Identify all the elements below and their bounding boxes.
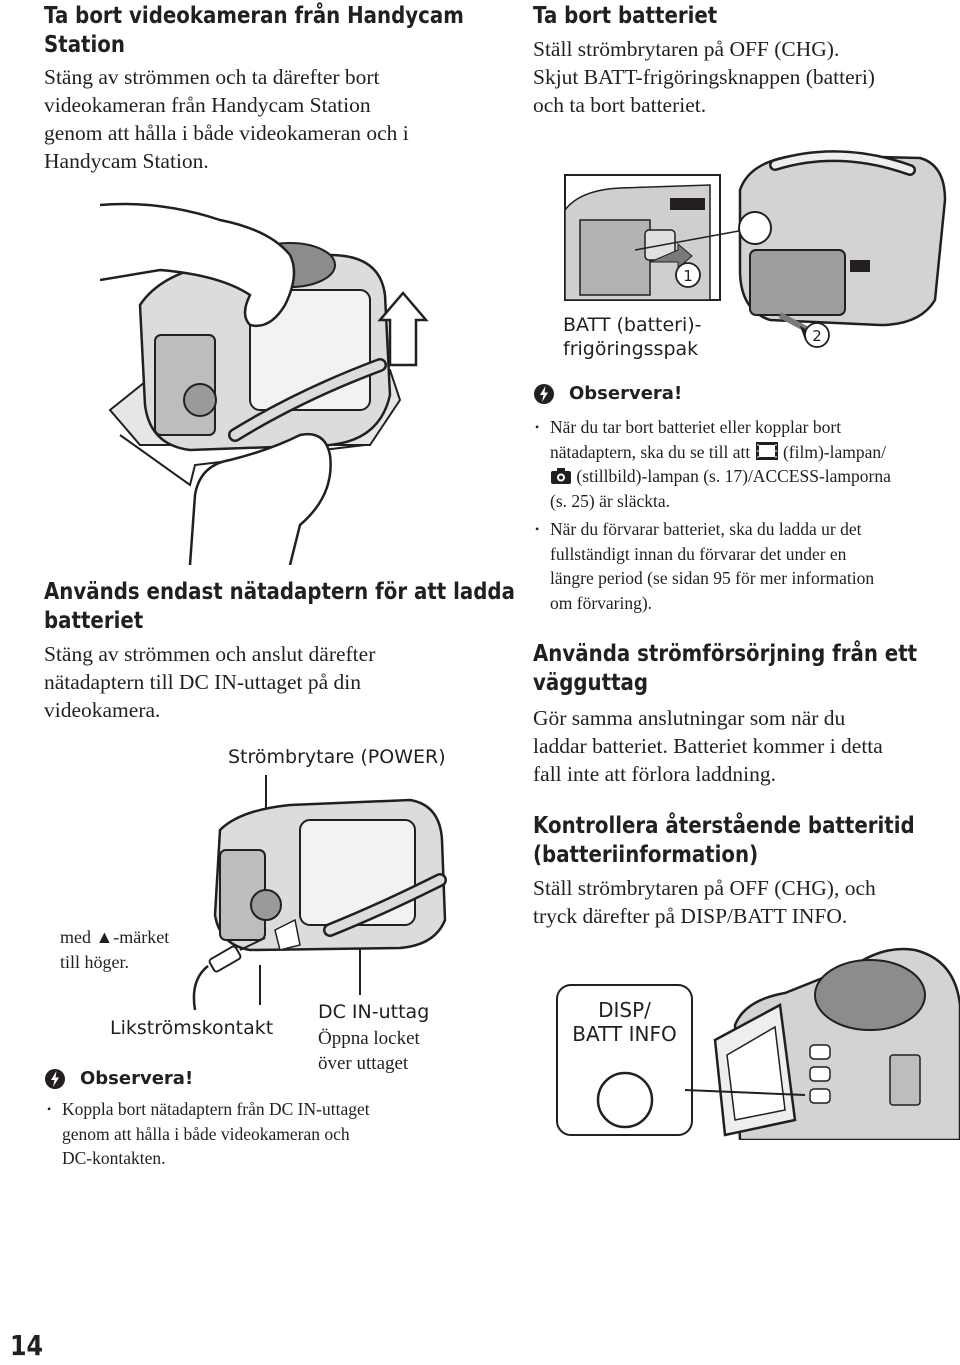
bullet-line: Koppla bort nätadaptern från DC IN-uttag… (62, 1099, 370, 1119)
step-1-number: 1 (683, 267, 693, 285)
label-line: frigöringsspak (563, 338, 699, 360)
body-line: Ställ strömbrytaren på OFF (CHG). (533, 37, 840, 61)
step-1-marker (675, 262, 701, 288)
battery-release-label: BATT (batteri)- frigöringsspak (563, 313, 702, 361)
section-body-wall-power: Gör samma anslutningar som när du laddar… (533, 704, 883, 788)
note-bullet: När du tar bort batteriet eller kopplar … (535, 415, 891, 513)
title-line: Använda strömförsörjning från ett (533, 641, 918, 667)
disp-batt-info-label: DISP/ BATT INFO (557, 998, 692, 1046)
label-line: till höger. (60, 952, 129, 972)
body-line: Stäng av strömmen och ta därefter bort (44, 65, 380, 89)
bullet-text: (stillbild)-lampan (s. 17)/ACCESS-lampor… (572, 466, 891, 486)
title-line: Ta bort videokameran från Handycam (44, 3, 464, 29)
bullet-line: När du tar bort batteriet eller kopplar … (550, 417, 842, 437)
label-line: Öppna locket (318, 1028, 420, 1049)
section-body-battery-info: Ställ strömbrytaren på OFF (CHG), och tr… (533, 874, 876, 930)
bullet-line: (stillbild)-lampan (s. 17)/ACCESS-lampor… (550, 464, 891, 489)
mark-right-label: med ▲-märket till höger. (60, 925, 169, 975)
section-title-remove-from-station: Ta bort videokameran från Handycam Stati… (44, 2, 464, 60)
caution-icon (534, 384, 554, 404)
body-line: Ställ strömbrytaren på OFF (CHG), och (533, 876, 876, 900)
bullet-line: fullständigt innan du förvarar det under… (550, 543, 847, 564)
bullet-line: (s. 25) är släckta. (550, 490, 671, 511)
section-body-charge-with-adapter: Stäng av strömmen och anslut därefter nä… (44, 640, 375, 724)
camera-on-station-illustration (100, 202, 429, 565)
camera-dc-connection-illustration (192, 775, 447, 1010)
dc-plug-label: Likströmskontakt (110, 1017, 274, 1039)
section-body-remove-battery: Ställ strömbrytaren på OFF (CHG). Skjut … (533, 35, 875, 119)
section-body-remove-from-station: Stäng av strömmen och ta därefter bort v… (44, 63, 409, 175)
bullet-line: om förvaring). (550, 592, 653, 613)
bullet-line: genom att hålla i både videokameran och (62, 1123, 350, 1144)
label-line: BATT INFO (572, 1022, 677, 1046)
step-2-marker (804, 322, 830, 348)
body-line: Stäng av strömmen och anslut därefter (44, 642, 376, 666)
caution-icon (45, 1069, 65, 1089)
title-line: (batteriinformation) (533, 842, 759, 868)
label-line: DISP/ (598, 998, 651, 1022)
bullet-line: längre period (se sidan 95 för mer infor… (550, 568, 875, 588)
section-title-battery-info: Kontrollera återstående batteritid (batt… (533, 812, 915, 870)
title-line: Station (44, 32, 125, 58)
step-2-number: 2 (812, 327, 822, 345)
title-line: Används endast nätadaptern för att ladda (44, 579, 515, 605)
body-line: videokameran från Handycam Station (44, 93, 371, 117)
bullet-text: (film)-lampan/ (778, 441, 886, 462)
body-line: Gör samma anslutningar som när du (533, 706, 846, 730)
open-lid-label: Öppna locket över uttaget (318, 1026, 420, 1076)
title-line: vägguttag (533, 670, 649, 696)
body-line: tryck därefter på DISP/BATT INFO. (533, 904, 848, 928)
note-bullet: När du förvarar batteriet, ska du ladda … (535, 517, 875, 615)
body-line: laddar batteriet. Batteriet kommer i det… (533, 734, 883, 758)
section-title-remove-battery: Ta bort batteriet (533, 3, 718, 29)
disp-batt-info-button-icon (596, 1071, 654, 1129)
bullet-line: nätadaptern, ska du se till att (film)-l… (550, 440, 891, 465)
battery-removal-illustration: 1 2 (564, 150, 947, 348)
body-line: fall inte att förlora laddning. (533, 762, 776, 786)
bullet-text: nätadaptern, ska du se till att (550, 441, 755, 462)
body-line: Handycam Station. (44, 149, 209, 173)
body-line: Skjut BATT-frigöringsknappen (batteri) (533, 65, 875, 89)
bullet-line: När du förvarar batteriet, ska du ladda … (550, 519, 862, 539)
label-line: BATT (batteri)- (563, 314, 702, 336)
title-line: batteriet (44, 608, 144, 634)
power-switch-label: Strömbrytare (POWER) (228, 746, 446, 768)
body-line: nätadaptern till DC IN-uttaget på din (44, 670, 362, 694)
body-line: genom att hålla i både videokameran och … (44, 121, 409, 145)
still-camera-icon (551, 468, 571, 484)
section-title-charge-with-adapter: Används endast nätadaptern för att ladda… (44, 578, 515, 636)
film-mode-icon (755, 441, 778, 460)
note-bullet: Koppla bort nätadaptern från DC IN-uttag… (47, 1097, 370, 1171)
title-line: Kontrollera återstående batteritid (533, 813, 915, 839)
note-title: Observera! (80, 1068, 194, 1089)
page-number: 14 (10, 1329, 44, 1362)
label-line: över uttaget (318, 1053, 409, 1074)
label-line: med ▲-märket (60, 927, 170, 947)
section-title-wall-power: Använda strömförsörjning från ett väggut… (533, 640, 917, 698)
disp-batt-info-illustration (556, 947, 960, 1140)
body-line: och ta bort batteriet. (533, 93, 707, 117)
bullet-line: DC-kontakten. (62, 1148, 166, 1168)
note-title: Observera! (569, 383, 683, 404)
body-line: videokamera. (44, 698, 161, 722)
dc-in-jack-label: DC IN-uttag (318, 1001, 430, 1023)
